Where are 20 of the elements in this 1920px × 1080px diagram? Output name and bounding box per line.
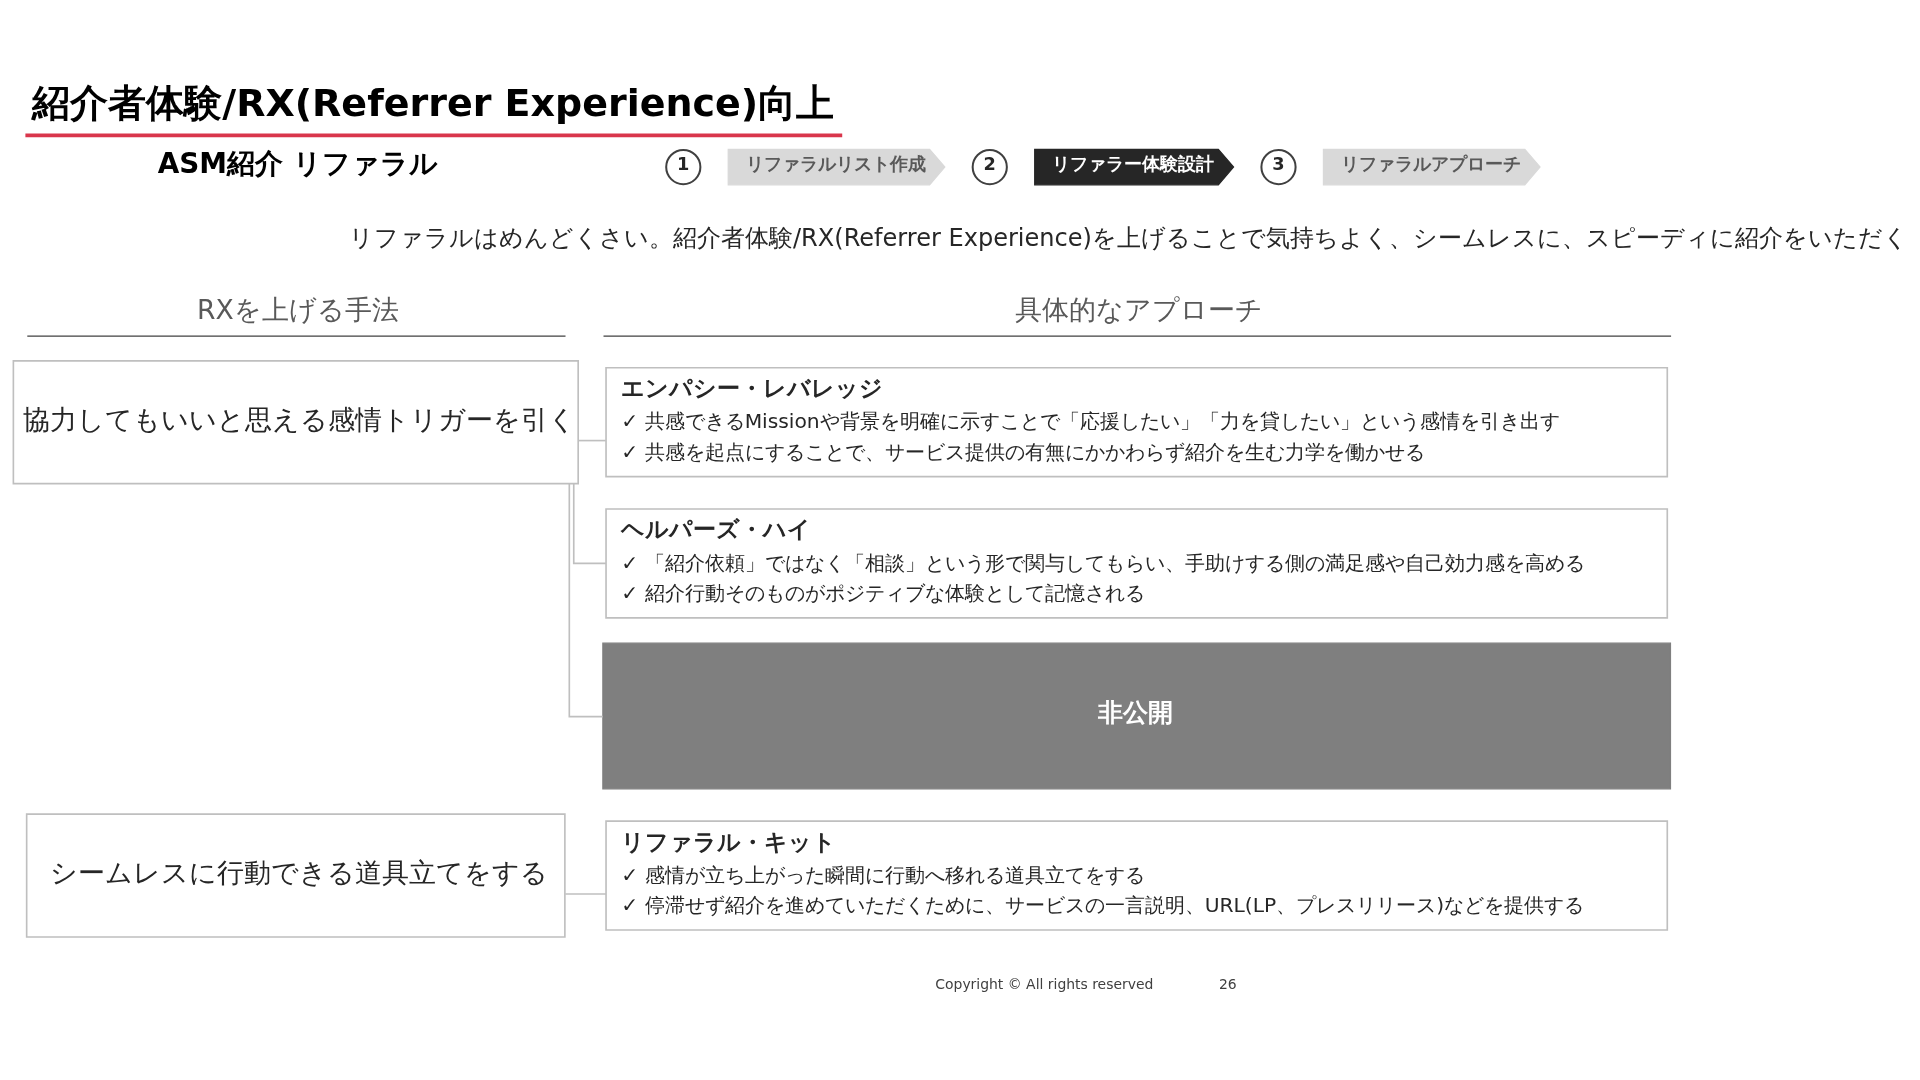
node-circle: 1 [665,148,702,186]
node-box: シームレスに行動できる道具立てをする [25,813,566,938]
connector [564,893,607,895]
node-box: リファラル・キット ✓ 感情が立ち上がった瞬間に行動へ移れる道具立てをする ✓ 停滞せず紹介を進めていただくために、サービスの一言説明、URL(LP、プレスリリース)などを提供する [605,820,1669,931]
node-box: 非公開 [602,642,1672,790]
connector [577,439,607,442]
node-box: エンパシー・レバレッジ ✓ 共感できるMissionや背景を明確に示すことで「応援したい」「力を貸したい」という感情を引き出す ✓ 共感を起点にすることで、サービス提供の有無にかかわらず紹介を生む力学を働かせる [605,366,1669,478]
label: 具体的なアプローチ [1015,294,1264,326]
node-circle: 2 [971,148,1008,186]
connector [568,483,604,718]
label: 26 [1218,975,1237,992]
label: ASM紹介 リファラル [157,146,438,180]
node-circle: 3 [1260,148,1297,186]
label: リファラルはめんどくさい。紹介者体験/RX(Referrer Experience)を上げることで気持ちよく、シームレスに、スピーディに紹介をいただく [348,224,1908,253]
node-box: ヘルパーズ・ハイ ✓ 「紹介依頼」ではなく「相談」という形で関与してもらい、手助けする側の満足感や自己効力感を高める ✓ 紹介行動そのものがポジティブな体験として記憶される [605,508,1669,619]
label: RXを上げる手法 [196,294,399,326]
label: Copyright © All rights reserved [935,975,1154,992]
connector [572,482,607,565]
node-box: 協力してもいいと思える感情トリガーを引く [12,359,579,485]
diagram-title: 紹介者体験/RX(Referrer Experience)向上 [32,80,835,125]
